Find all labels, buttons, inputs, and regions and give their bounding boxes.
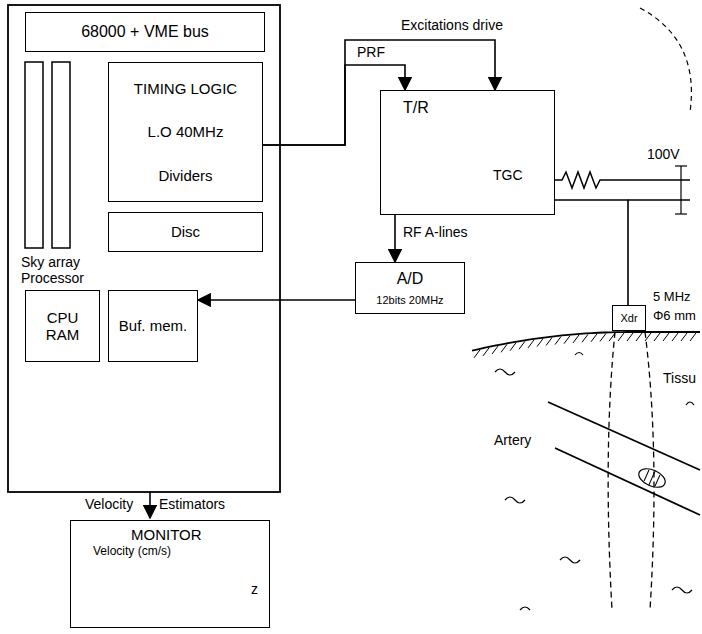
voltage-label: 100V xyxy=(646,146,681,162)
beam-edge xyxy=(645,332,654,610)
node-text: Buf. mem. xyxy=(119,317,187,334)
hatch-stroke xyxy=(636,333,642,341)
node-text: A/D xyxy=(397,270,424,288)
hatch-stroke xyxy=(519,341,525,349)
edge-label: PRF xyxy=(356,44,386,60)
hatch-stroke xyxy=(690,333,696,341)
skin-hatching xyxy=(474,333,696,358)
converter-box: A/D 12bits 20MHz xyxy=(355,262,465,314)
signal-connector xyxy=(394,215,396,262)
node-text: 68000 + VME bus xyxy=(81,23,209,41)
system-housing xyxy=(8,5,280,492)
skin-surface xyxy=(472,332,700,351)
dimension-tick xyxy=(675,213,687,214)
tissue-label: Tissu xyxy=(662,370,697,386)
voltage-dimension xyxy=(680,166,681,214)
hatch-stroke xyxy=(501,344,507,352)
hatch-stroke xyxy=(555,337,561,345)
signal-connector xyxy=(555,200,628,305)
resistor-symbol xyxy=(555,172,690,188)
hatch-stroke xyxy=(546,338,552,346)
buffer-box: Buf. mem. xyxy=(108,290,198,362)
bus-box: 68000 + VME bus xyxy=(25,12,265,52)
hatch-stroke xyxy=(618,333,624,341)
hatch-stroke xyxy=(474,350,480,358)
processor-board xyxy=(25,62,43,248)
artery-wall xyxy=(555,448,700,515)
node-text: TGC xyxy=(493,167,523,183)
node-text: T/R xyxy=(403,99,429,117)
node-text: Disc xyxy=(171,223,200,240)
node-text: Xdr xyxy=(620,312,637,325)
node-text: z xyxy=(251,581,258,597)
hatch-stroke xyxy=(483,348,489,356)
processor-label: Sky array Processor xyxy=(20,254,104,286)
edge-label: RF A-lines xyxy=(402,224,469,240)
node-text: MONITOR xyxy=(131,526,202,543)
cpu-box: CPU RAM xyxy=(25,290,100,362)
dimension-tick xyxy=(675,165,687,166)
tissue-marks xyxy=(495,353,694,611)
beam-edge xyxy=(608,332,615,610)
hatch-stroke xyxy=(663,333,669,341)
processor-board xyxy=(52,62,70,248)
hatch-stroke xyxy=(573,335,579,343)
hatch-stroke xyxy=(600,333,606,341)
hatch-stroke xyxy=(537,339,543,347)
transceiver-box: T/R TGC xyxy=(380,90,555,215)
signal-connector xyxy=(198,299,355,301)
edge-label: Excitations drive xyxy=(400,17,504,33)
node-text: TIMING LOGIC xyxy=(134,80,237,97)
artery-label: Artery xyxy=(493,432,532,448)
output-label: Estimators xyxy=(158,496,226,512)
node-text: L.O 40MHz xyxy=(148,123,224,140)
hatch-stroke xyxy=(654,333,660,341)
output-label: Velocity xyxy=(84,496,134,512)
output-arrow xyxy=(149,492,151,518)
transducer-box: Xdr xyxy=(612,305,646,331)
hatch-stroke xyxy=(681,333,687,341)
frequency-label: 5 MHz xyxy=(652,290,692,305)
hatch-stroke xyxy=(591,334,597,342)
disc-box: Disc xyxy=(108,212,263,252)
node-text: Velocity (cm/s) xyxy=(93,545,171,559)
monitor-box: MONITOR Velocity (cm/s) z xyxy=(70,520,270,628)
hatch-stroke xyxy=(510,343,516,351)
hatch-stroke xyxy=(528,340,534,348)
hatch-stroke xyxy=(672,333,678,341)
node-text: 12bits 20MHz xyxy=(376,294,443,307)
node-text: CPU RAM xyxy=(46,309,79,344)
hatch-stroke xyxy=(627,333,633,341)
diameter-label: Φ6 mm xyxy=(652,309,697,324)
artery-wall xyxy=(548,402,700,470)
timing-box: TIMING LOGIC L.O 40MHzDividers xyxy=(108,62,263,202)
hatch-stroke xyxy=(582,334,588,342)
hatch-stroke xyxy=(564,336,570,344)
hatch-stroke xyxy=(492,346,498,354)
dashed-arc xyxy=(640,8,691,112)
blood-cells xyxy=(636,465,668,491)
node-text: Dividers xyxy=(158,167,212,184)
